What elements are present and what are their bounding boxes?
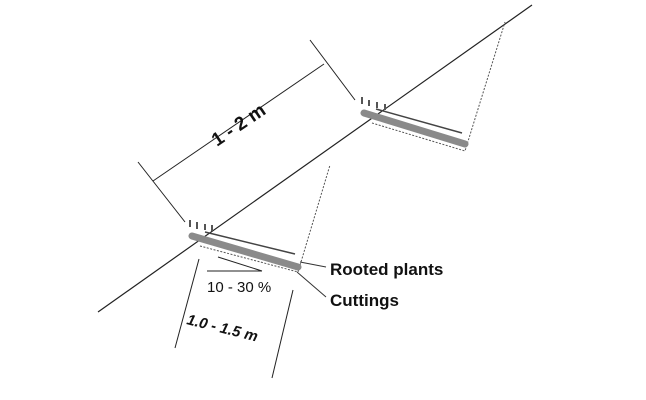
spacing-dimension [137,39,356,223]
upper-terrace [360,21,506,152]
rooted-plants-label: Rooted plants [330,260,443,279]
lower-trench-outline [199,164,331,273]
upper-trench-outline [371,21,506,152]
depth-dimension [174,258,294,379]
depth-label: 1.0 - 1.5 m [185,311,260,345]
upper-rooted-plant [375,108,463,134]
cuttings-label: Cuttings [330,291,399,310]
slope-label: 10 - 30 % [207,279,271,296]
slope-line [97,4,533,313]
upper-plant-shoots-icon [361,97,386,110]
legend-leaders [296,261,327,298]
upper-cuttings-bar [360,109,469,148]
lower-terrace [188,164,331,273]
lower-plant-shoots-icon [189,220,213,231]
spacing-label: 1 - 2 m [208,100,270,151]
lower-rooted-plant [204,231,296,255]
angle-indicator [207,256,263,272]
lower-cuttings-bar [188,232,302,271]
